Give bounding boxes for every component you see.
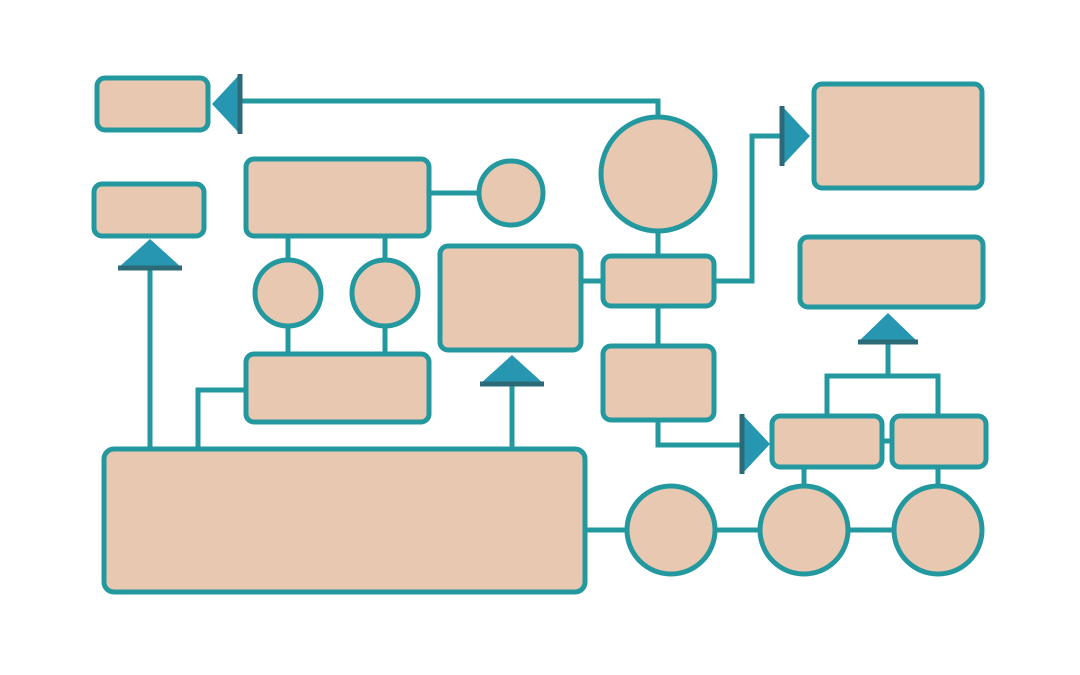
arrow-up-center-icon <box>480 355 544 384</box>
top-middle-box <box>243 156 432 239</box>
lower-center-box <box>600 343 717 423</box>
right-small-box-left <box>769 413 885 470</box>
circle-right <box>349 257 421 329</box>
arrow-right-bottom-icon <box>742 414 770 474</box>
large-bottom-box <box>101 446 588 595</box>
arrow-left-icon <box>212 74 240 134</box>
left-box <box>91 181 207 239</box>
nodes <box>91 75 989 595</box>
bottom-circle-1 <box>624 483 718 577</box>
connector-small-boxes-to-right-mid-box <box>824 373 941 416</box>
arrow-up-right-icon <box>858 313 918 342</box>
bottom-circle-3 <box>891 483 985 577</box>
connector-big-circle-to-top-left-box <box>240 98 661 118</box>
center-box <box>437 243 584 353</box>
big-circle <box>598 114 718 234</box>
circle-left <box>252 257 324 329</box>
arrows <box>118 74 918 474</box>
connector-large-box-to-middle-box <box>195 387 248 450</box>
right-mid-box <box>797 234 986 310</box>
arrow-right-top-icon <box>782 106 810 166</box>
connector-lower-box-to-right-small-box <box>655 420 742 448</box>
arrow-up-icon <box>118 239 182 268</box>
connector-box <box>600 253 717 309</box>
top-right-box <box>811 81 985 191</box>
small-circle <box>476 158 546 228</box>
connector-connector-box-to-top-right-box <box>713 133 782 284</box>
right-small-box-right <box>889 413 989 470</box>
top-left-box <box>94 75 211 133</box>
bottom-circle-2 <box>757 483 851 577</box>
middle-box <box>243 351 432 425</box>
